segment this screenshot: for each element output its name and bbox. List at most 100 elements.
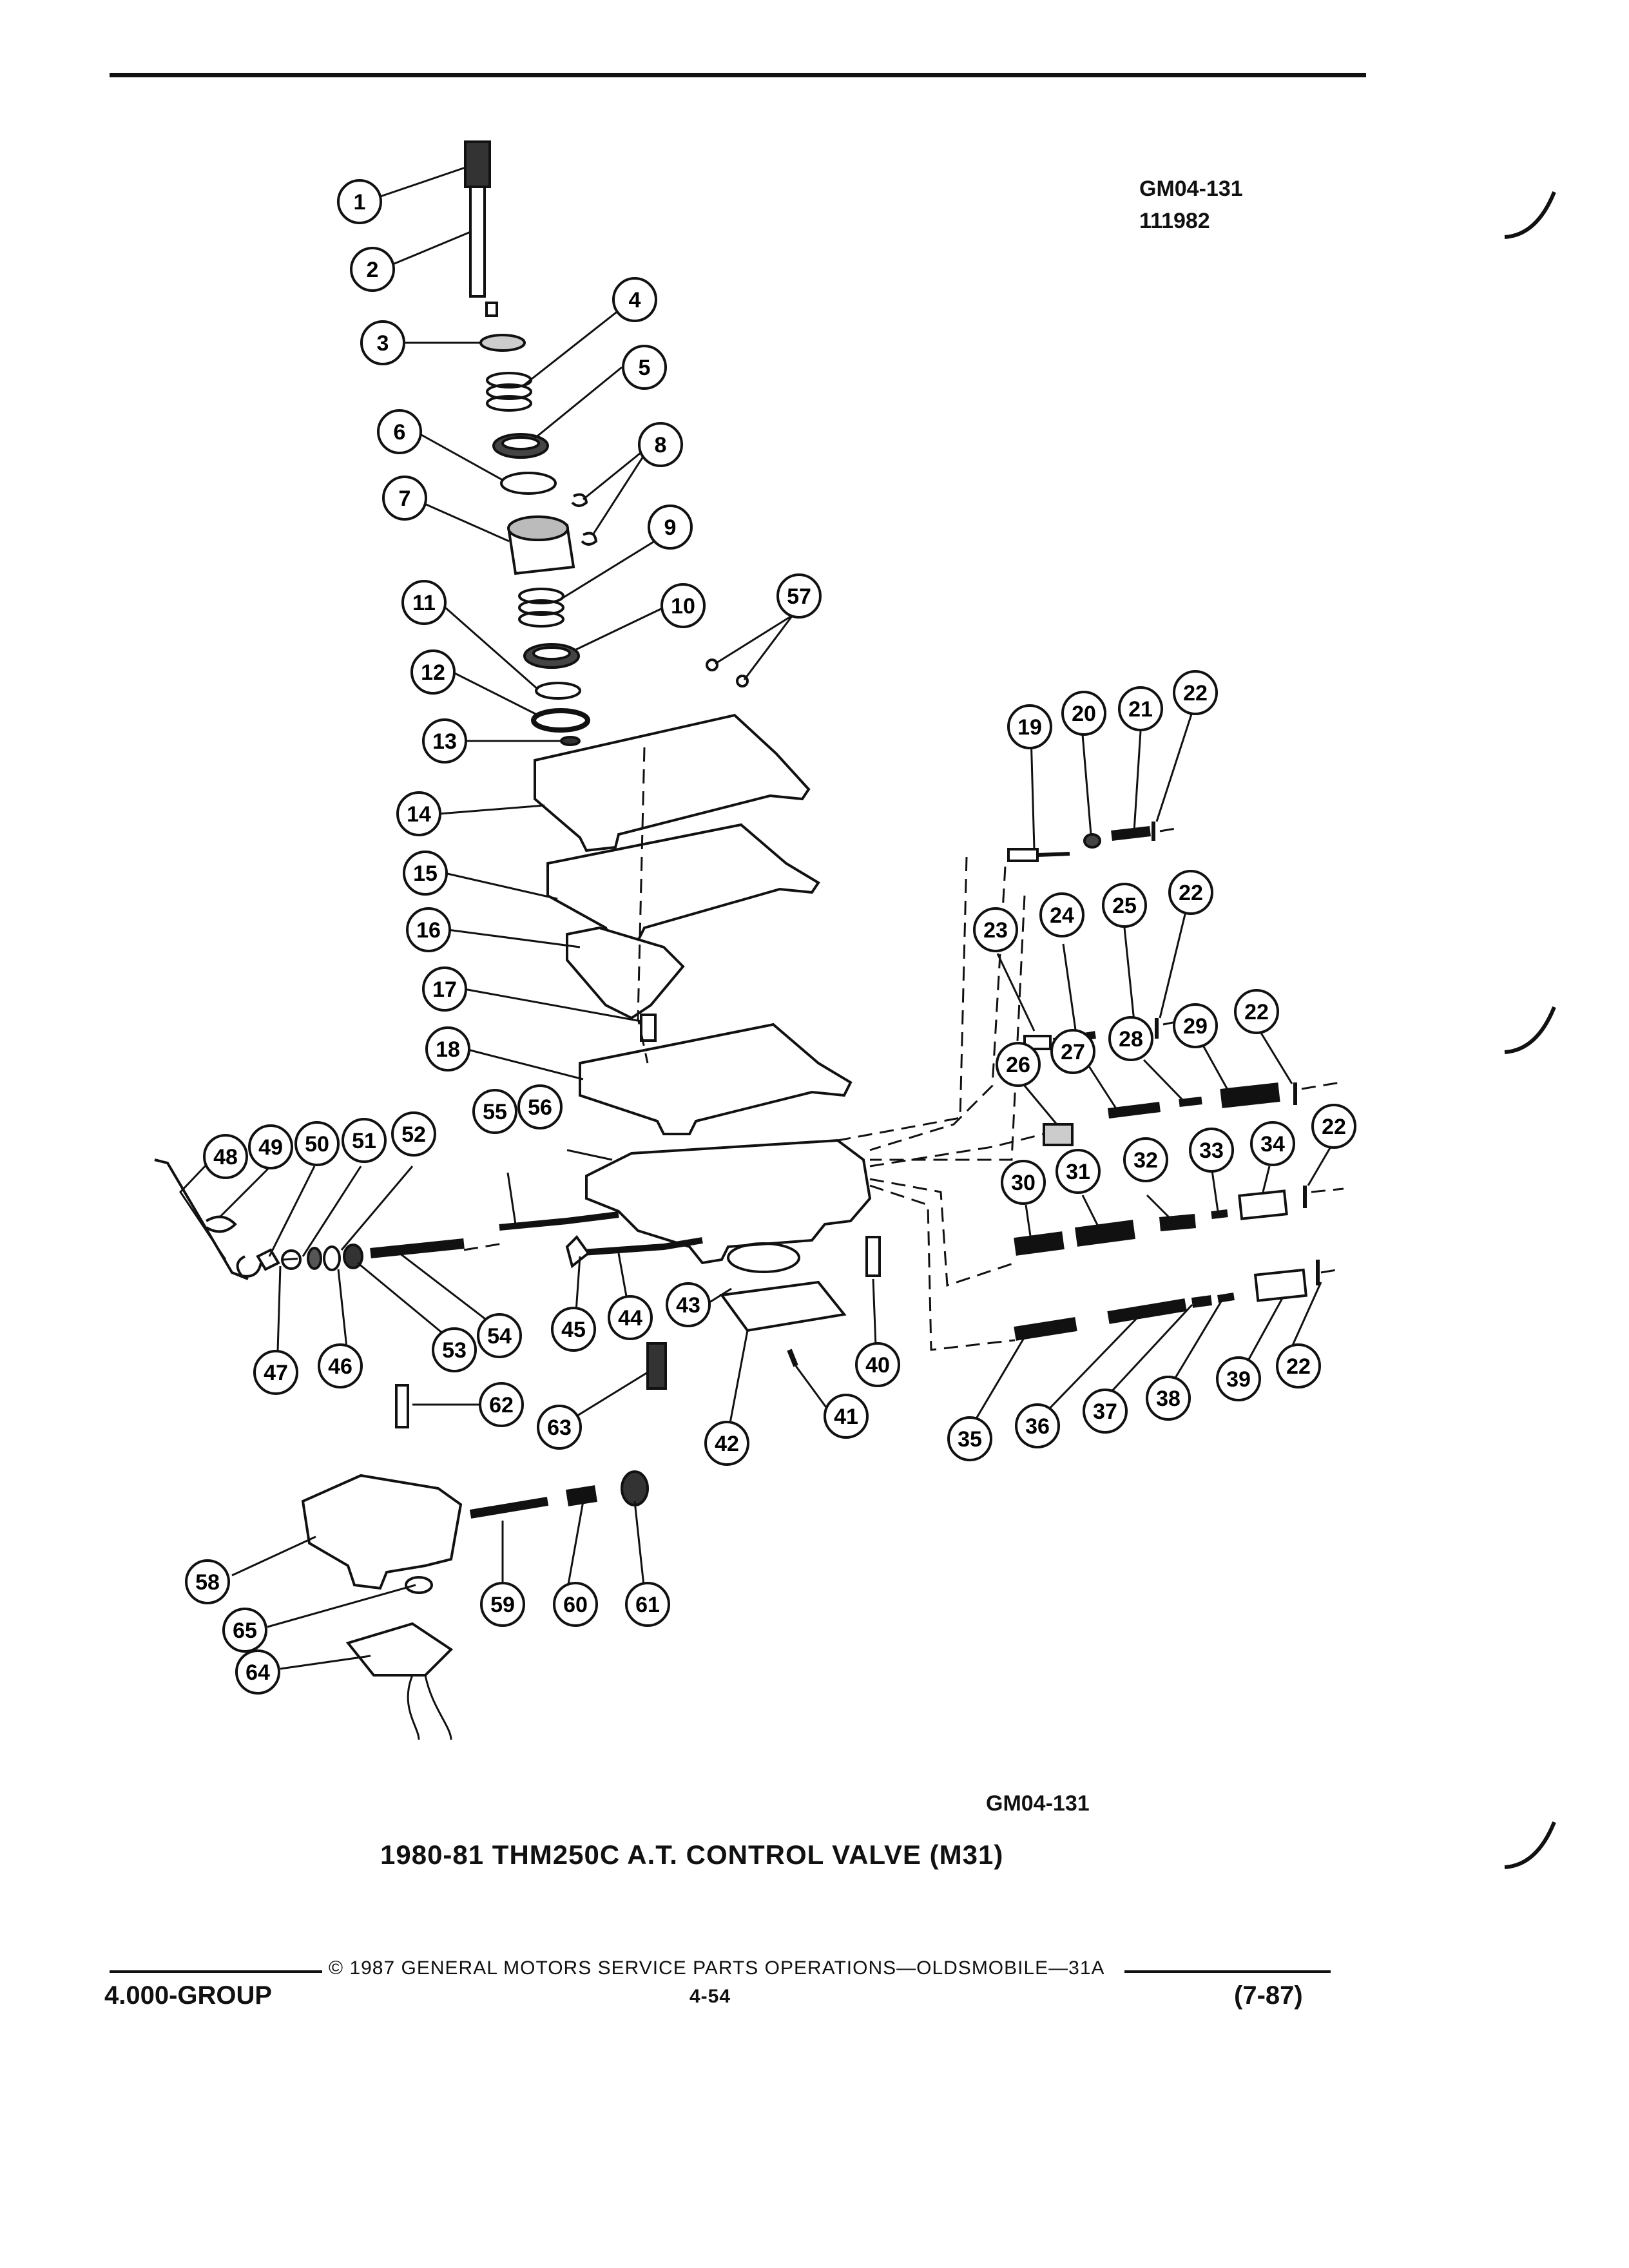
callout-34-circle: [1250, 1121, 1295, 1166]
part-50: [281, 1249, 302, 1270]
part-valve-body-56: [585, 1139, 872, 1265]
callout-38-circle: [1146, 1376, 1191, 1421]
callout-42-label: 42: [715, 1432, 739, 1456]
reference-code: GM04-131: [1139, 177, 1243, 201]
callout-65-circle: [222, 1608, 267, 1653]
callout-6-circle: [377, 409, 422, 454]
callout-35-label: 35: [958, 1427, 982, 1452]
callout-21-circle: [1118, 686, 1163, 731]
callout-58-circle: [185, 1559, 230, 1604]
callout-47-circle: [253, 1350, 298, 1395]
part-ring-12: [531, 708, 590, 733]
callout-63-label: 63: [547, 1416, 572, 1440]
part-clip-8a: [571, 493, 588, 507]
part-ring-6: [500, 472, 557, 495]
callout-50-label: 50: [305, 1132, 329, 1157]
part-52: [323, 1245, 341, 1271]
leader-lines: [179, 166, 1332, 1670]
callout-6-label: 6: [394, 420, 406, 445]
callout-38-label: 38: [1156, 1387, 1181, 1411]
part-body-58: [301, 1474, 463, 1590]
callout-27-circle: [1050, 1029, 1095, 1074]
callout-33-circle: [1189, 1128, 1234, 1173]
callout-22-label: 22: [1183, 681, 1208, 706]
callout-22d-label: 22: [1322, 1115, 1346, 1139]
callout-44-label: 44: [618, 1306, 642, 1331]
callout-3-circle: [360, 320, 405, 365]
callout-5-label: 5: [639, 356, 651, 380]
part-screw-65: [405, 1576, 433, 1594]
top-rule: [110, 73, 1366, 77]
callout-59-label: 59: [490, 1593, 515, 1617]
callout-50-circle: [294, 1121, 340, 1166]
callout-16-circle: [406, 907, 451, 952]
footer-group: 4.000-GROUP: [104, 1981, 273, 2010]
part-bolt-40: [865, 1236, 881, 1277]
part-washer: [479, 334, 526, 352]
callout-60-circle: [553, 1582, 598, 1627]
callout-60-label: 60: [563, 1593, 588, 1617]
part-valve-19: [1007, 848, 1039, 862]
part-13: [560, 736, 581, 746]
callout-26-label: 26: [1006, 1053, 1030, 1077]
callout-31-circle: [1055, 1149, 1101, 1194]
part-spring-29: [1220, 1082, 1280, 1108]
callout-54-label: 54: [487, 1324, 512, 1349]
callout-45-label: 45: [561, 1318, 586, 1342]
callout-29-circle: [1173, 1003, 1218, 1048]
callout-44-circle: [608, 1295, 653, 1340]
callout-51-label: 51: [352, 1129, 376, 1153]
callout-28-label: 28: [1119, 1027, 1143, 1052]
callout-32-circle: [1123, 1137, 1168, 1182]
part-37: [1191, 1295, 1213, 1308]
callout-46-circle: [318, 1343, 363, 1389]
callout-10-circle: [660, 583, 706, 628]
part-31: [1075, 1220, 1135, 1247]
part-screw-41: [787, 1349, 798, 1367]
callout-markers: 1 2 3 4 5 6 7 8 9 10 11 12 13 14 15 16 1…: [185, 179, 1356, 1695]
callout-15-label: 15: [413, 861, 438, 886]
callout-9-label: 9: [664, 515, 677, 540]
part-cover-42: [719, 1280, 847, 1332]
callout-26-circle: [996, 1042, 1041, 1087]
callout-22b-circle: [1168, 870, 1213, 915]
callout-7-circle: [382, 476, 427, 521]
part-gasket-43: [727, 1242, 800, 1273]
callout-56-label: 56: [528, 1095, 552, 1120]
part-spring-60: [566, 1485, 597, 1506]
callout-57-circle: [776, 573, 822, 619]
callout-55-circle: [472, 1089, 517, 1134]
part-61: [621, 1470, 649, 1506]
callout-16-label: 16: [416, 918, 441, 943]
part-switch-64: [345, 1622, 454, 1677]
reference-number: 111982: [1139, 209, 1210, 233]
callout-40-label: 40: [865, 1353, 890, 1378]
part-clip-49: [205, 1215, 237, 1233]
part-47: [256, 1248, 280, 1271]
callout-20-label: 20: [1072, 702, 1096, 726]
callout-21-label: 21: [1128, 697, 1153, 722]
callout-22d-circle: [1311, 1104, 1356, 1149]
callout-64-label: 64: [246, 1660, 270, 1685]
callout-5-circle: [622, 345, 667, 390]
callout-12-label: 12: [421, 660, 445, 685]
part-shaft: [469, 186, 486, 298]
part-valve-26: [1043, 1123, 1074, 1146]
footer-rule-left: [110, 1970, 322, 1973]
callout-4-label: 4: [629, 288, 641, 312]
callout-22e-label: 22: [1286, 1354, 1311, 1379]
part-28: [1179, 1097, 1202, 1107]
part-plate-16: [566, 926, 685, 1020]
part-plate-15: [546, 823, 820, 942]
callout-31-label: 31: [1066, 1160, 1090, 1184]
callout-11-label: 11: [412, 591, 436, 615]
callout-1-label: 1: [354, 190, 366, 215]
margin-mark-3: [1504, 1821, 1556, 1869]
callout-56-circle: [517, 1084, 563, 1129]
callout-8-circle: [638, 422, 683, 467]
callout-25-circle: [1102, 883, 1147, 928]
callout-18-label: 18: [436, 1037, 460, 1062]
part-53: [343, 1244, 363, 1269]
callout-8-label: 8: [655, 433, 667, 457]
callout-37-label: 37: [1093, 1399, 1117, 1424]
